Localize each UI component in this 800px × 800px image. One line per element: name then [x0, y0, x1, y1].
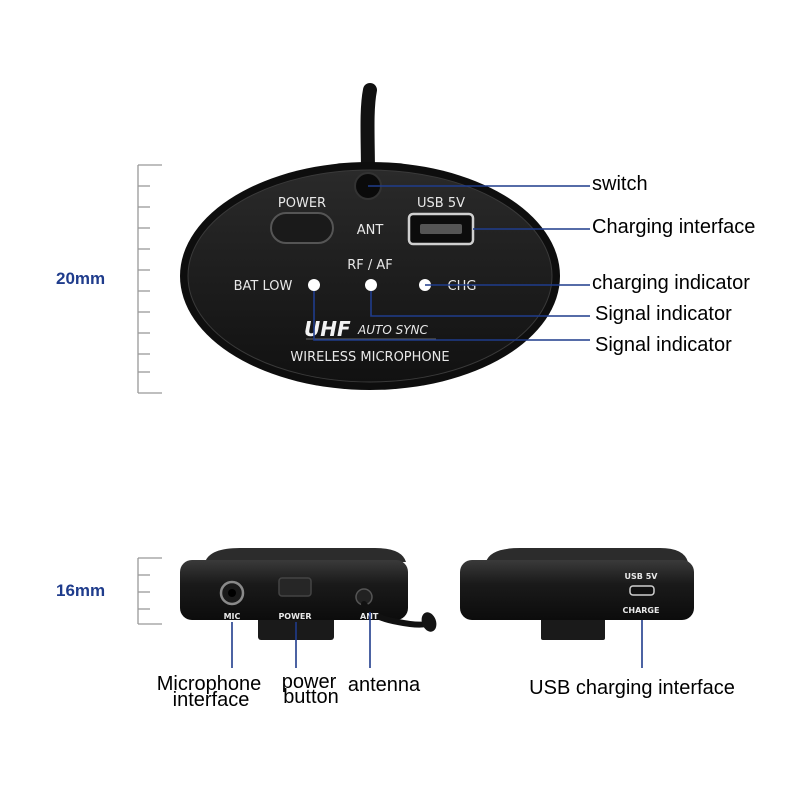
label-charge-port: CHARGE: [623, 606, 660, 615]
receiver-side-view-left: [180, 548, 437, 640]
callout-power-button-2: button: [283, 686, 339, 708]
power-switch[interactable]: [270, 212, 334, 244]
dimension-top: 20mm: [56, 269, 105, 288]
callout-usb-charging-interface: USB charging interface: [529, 677, 735, 699]
bat-low-led: [308, 279, 320, 291]
callout-switch: switch: [592, 173, 648, 195]
label-rf-af: RF / AF: [347, 258, 393, 273]
receiver-side-view-right: [460, 548, 694, 640]
callout-charging-interface: Charging interface: [592, 216, 755, 238]
label-auto-sync: AUTO SYNC: [357, 323, 429, 337]
label-chg: CHG: [448, 279, 477, 294]
ruler-top: [137, 164, 162, 394]
side-power-button[interactable]: [278, 577, 312, 597]
leader-lines-bottom: [231, 612, 643, 668]
brand-logo: UHF: [304, 317, 351, 341]
receiver-front-view: [180, 83, 560, 390]
dimension-bottom: 16mm: [56, 581, 105, 600]
side-antenna: [361, 601, 429, 628]
label-power-port: POWER: [278, 612, 311, 621]
side-shell-right: [460, 560, 694, 620]
label-mic-port: MIC: [224, 612, 241, 621]
rf-af-led: [365, 279, 377, 291]
callout-power-button-1: power: [282, 671, 337, 693]
callout-charging-indicator: charging indicator: [592, 272, 750, 294]
callout-microphone-interface-1: Microphone: [157, 673, 262, 695]
label-ant: ANT: [357, 223, 384, 238]
clip-right: [541, 616, 605, 640]
callout-microphone-interface-2: interface: [173, 689, 250, 711]
side-usb-port: [629, 585, 655, 596]
callout-signal-indicator-1: Signal indicator: [595, 303, 732, 325]
callout-antenna: antenna: [348, 674, 421, 696]
label-bat-low: BAT LOW: [234, 279, 293, 294]
label-product: WIRELESS MICROPHONE: [290, 350, 449, 365]
label-usb: USB 5V: [417, 196, 465, 211]
ruler-bottom: [137, 557, 162, 625]
label-power: POWER: [278, 196, 326, 211]
leader-lines-top: [313, 185, 590, 341]
callout-signal-indicator-2: Signal indicator: [595, 334, 732, 356]
label-usb-port: USB 5V: [625, 572, 659, 581]
